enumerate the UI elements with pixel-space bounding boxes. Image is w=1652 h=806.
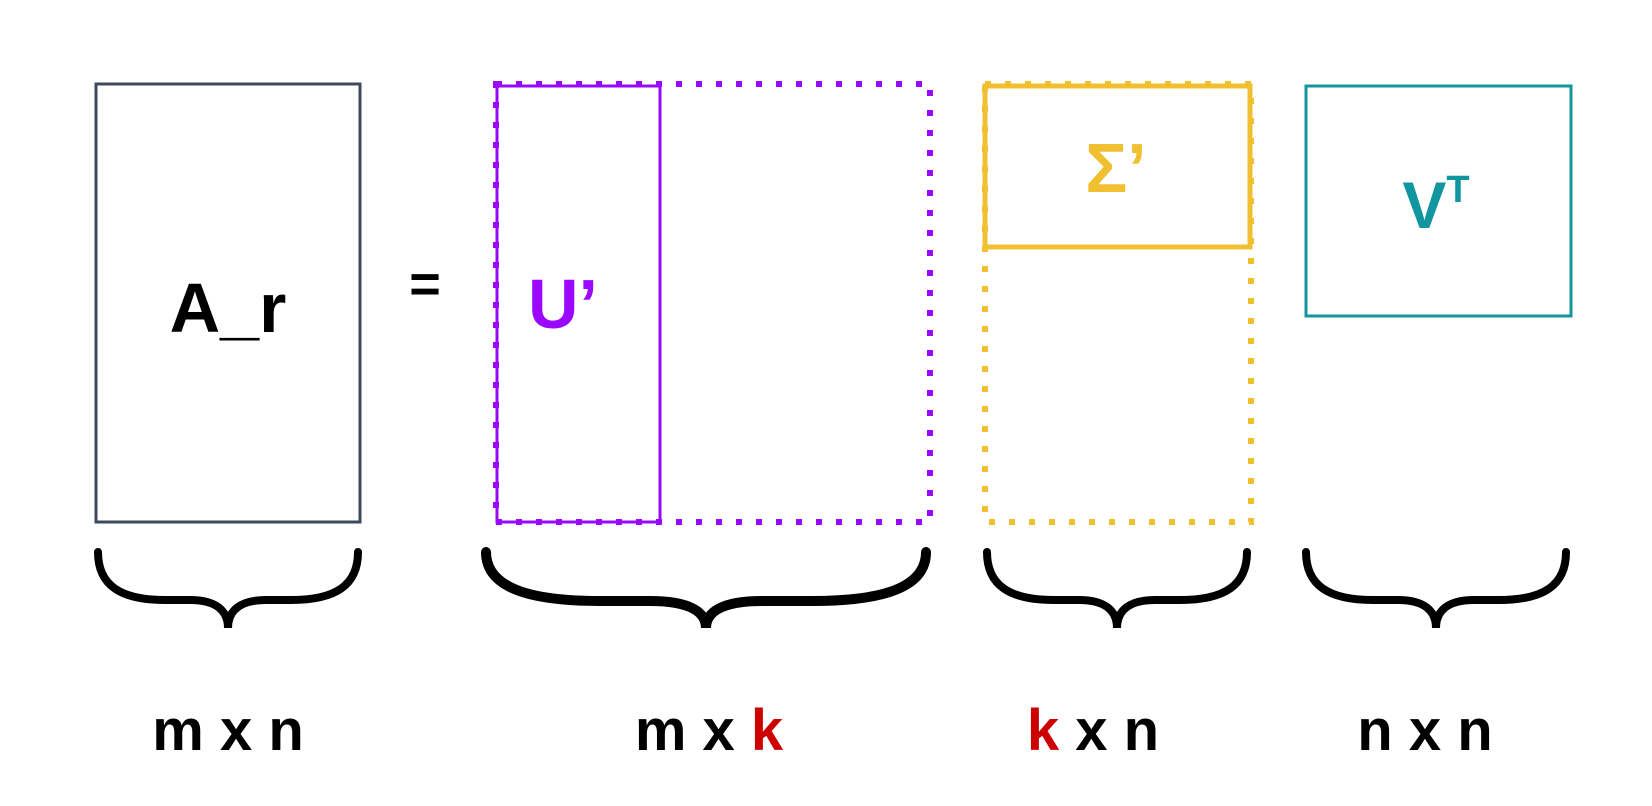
sigma-dimension-label: k x n (1027, 698, 1159, 763)
sigma-prime-label: Σ’ (1085, 129, 1146, 207)
v-superscript: T (1446, 169, 1469, 211)
v-transpose-box (1304, 84, 1573, 318)
equals-sign: = (409, 254, 441, 314)
sigma-prime-box (982, 83, 1253, 250)
u-prime-label: U’ (528, 265, 598, 343)
sigma-k-highlight: k (1027, 698, 1060, 763)
a-dimension-label: m x n (152, 698, 304, 763)
sigma-full-dotted-outline (982, 81, 1254, 525)
sigma-brace (983, 548, 1251, 629)
v-label: V (1402, 168, 1446, 242)
a-matrix-label: A_r (170, 269, 287, 347)
u-dimension-label: m x k (635, 698, 784, 763)
u-brace (481, 547, 931, 629)
u-k-highlight: k (751, 698, 784, 763)
v-brace (1302, 548, 1570, 629)
a-matrix-box (94, 82, 362, 524)
v-transpose-label: VT (1402, 168, 1469, 242)
v-dimension-label: n x n (1357, 698, 1492, 763)
a-brace (94, 548, 362, 629)
u-prime-box (495, 84, 662, 524)
